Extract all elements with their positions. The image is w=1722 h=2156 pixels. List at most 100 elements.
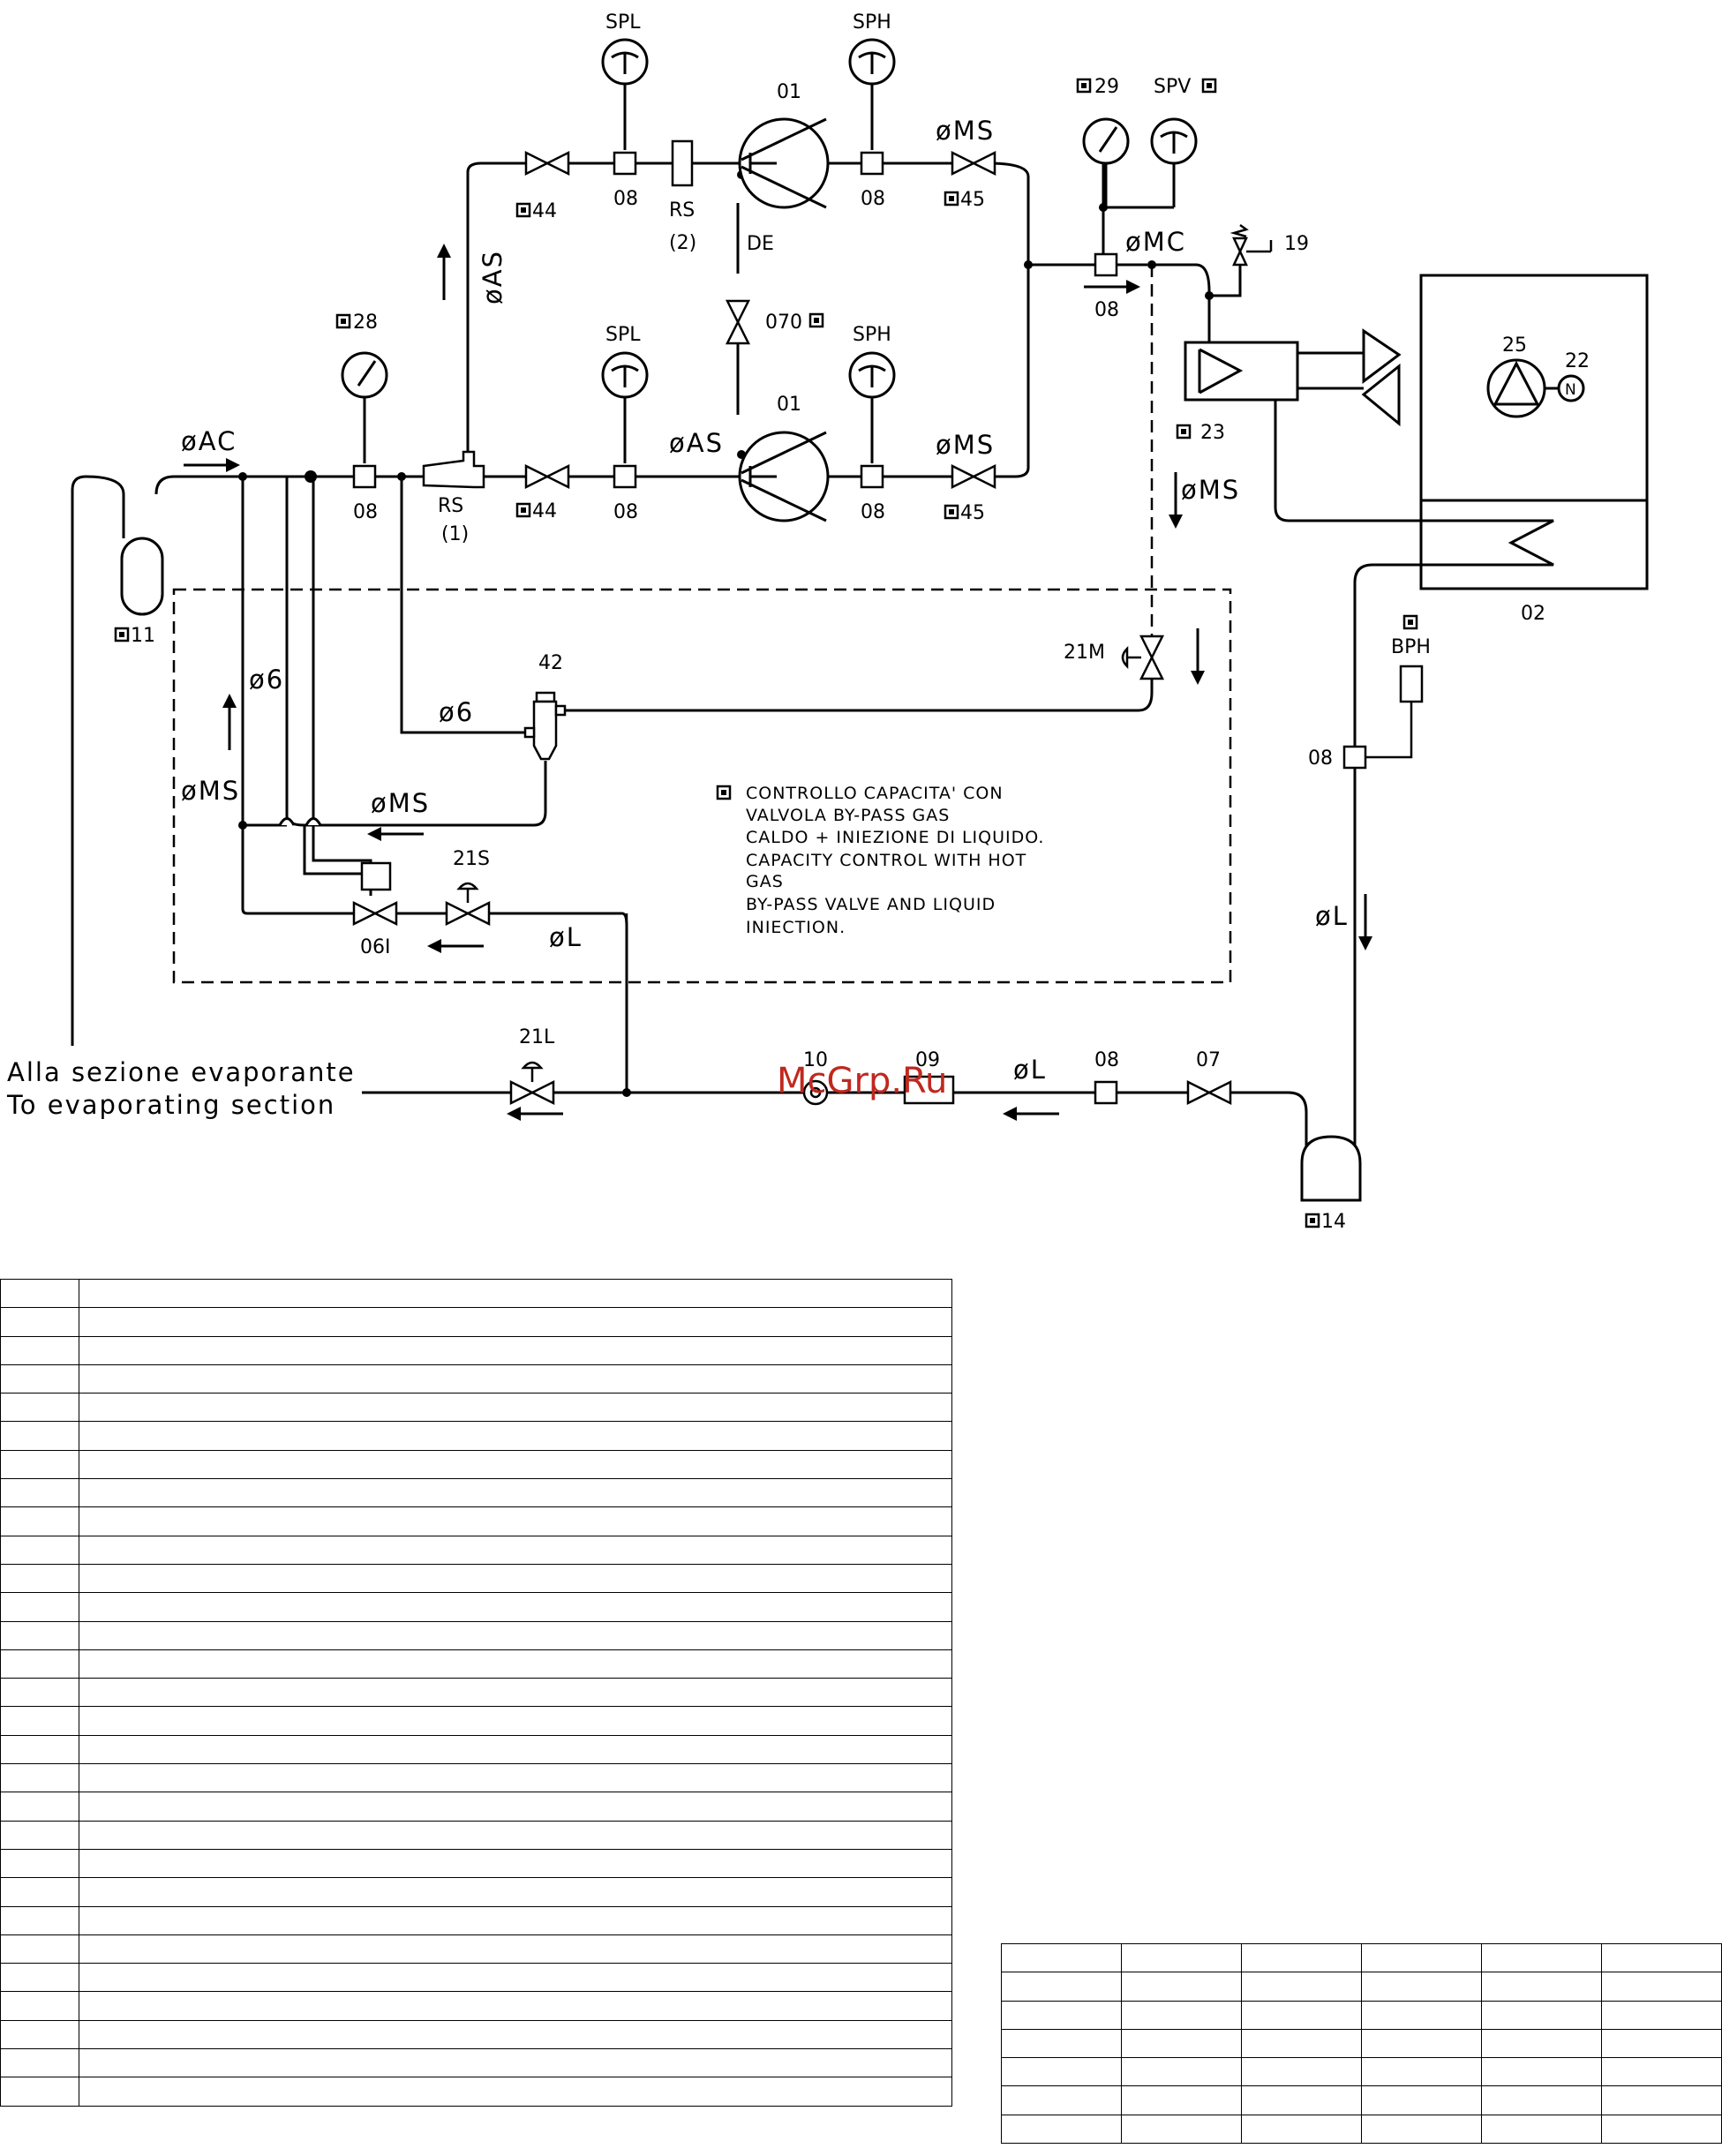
table-cell [1241, 2028, 1362, 2059]
label-l-box: øL [549, 922, 583, 952]
label-14: 14 [1321, 1211, 1346, 1233]
table-row [0, 1820, 952, 1850]
label-rs-bottom: RS [438, 495, 463, 517]
table-cell [1121, 2057, 1242, 2087]
label-l-right: øL [1315, 901, 1349, 931]
box-icon-44a [515, 202, 531, 218]
gauge-spl-top [601, 38, 649, 86]
table-cell [1001, 2057, 1122, 2087]
table-cell [79, 1278, 952, 1309]
label-21l: 21L [519, 1026, 555, 1048]
table-cell [1481, 2114, 1602, 2145]
gauge-sph-bottom [848, 351, 896, 399]
condenser-23 [1184, 328, 1402, 427]
label-rs-top: RS [669, 199, 695, 222]
box-icon-bph [1402, 614, 1418, 630]
table-cell [1361, 2000, 1482, 2030]
box-icon-45b [944, 504, 959, 520]
arrow-down-box [1189, 627, 1207, 687]
table-cell [0, 1393, 79, 1423]
label-6-left: ø6 [249, 665, 284, 695]
capacity-control-note: CONTROLLO CAPACITA' CON VALVOLA BY-PASS … [746, 784, 1044, 937]
table-row [0, 2019, 952, 2050]
valve-06i [352, 901, 398, 926]
table-row [1001, 2114, 1722, 2145]
table-cell [79, 1706, 952, 1736]
table-cell [1601, 1942, 1722, 1973]
valve-44-top [524, 151, 570, 176]
evap-label-en: To evaporating section [6, 1090, 335, 1120]
table-cell [79, 1506, 952, 1536]
valve-actuators [360, 645, 1141, 1082]
label-bph: BPH [1391, 636, 1431, 658]
note-line: CAPACITY CONTROL WITH HOT [746, 851, 1026, 870]
label-spl-bottom: SPL [605, 324, 641, 346]
table-cell [79, 1963, 952, 1993]
table-cell [1001, 1942, 1122, 1973]
box-icon-note [716, 785, 732, 800]
table-cell [0, 1506, 79, 1536]
table-row [0, 1649, 952, 1679]
label-06i: 06I [360, 936, 390, 958]
label-08-d: 08 [861, 501, 885, 523]
valve-21m [1139, 635, 1164, 680]
table-cell [0, 1963, 79, 1993]
valve-21l [509, 1080, 555, 1105]
table-cell [1601, 1972, 1722, 2002]
evap-label-it: Alla sezione evaporante [7, 1057, 356, 1087]
fitting-08-g [1342, 745, 1367, 770]
table-cell [1601, 2057, 1722, 2087]
table-cell [0, 1278, 79, 1309]
table-cell [79, 1905, 952, 1935]
table-row [1001, 1942, 1722, 1973]
table-cell [1001, 2085, 1122, 2115]
table-cell [1481, 2057, 1602, 2087]
label-09: 09 [915, 1049, 940, 1071]
label-sph-top: SPH [853, 11, 891, 34]
receiver-14 [1300, 1135, 1362, 1202]
table-cell [0, 1820, 79, 1850]
gauge-stems [363, 84, 1176, 463]
label-de: DE [747, 233, 774, 255]
box-icon-29 [1076, 78, 1092, 94]
rs-filters [422, 139, 694, 489]
label-as-mid: øAS [669, 428, 724, 458]
label-25: 25 [1502, 334, 1527, 357]
label-rs-2: (2) [669, 232, 696, 254]
table-cell [0, 1678, 79, 1708]
table-cell [79, 1393, 952, 1423]
label-28: 28 [353, 312, 378, 334]
legend-table-right [1001, 1942, 1722, 2145]
table-cell [79, 1335, 952, 1365]
valve-21s [445, 901, 491, 926]
table-cell [1481, 1942, 1602, 1973]
label-n: N [1565, 381, 1576, 399]
table-cell [0, 1592, 79, 1622]
label-10: 10 [803, 1049, 828, 1071]
table-cell [79, 2019, 952, 2050]
note-line: CALDO + INIEZIONE DI LIQUIDO. [746, 828, 1044, 847]
table-cell [1361, 2085, 1482, 2115]
table-cell [0, 1563, 79, 1594]
table-cell [79, 1991, 952, 2021]
crossover-loops [278, 817, 322, 826]
table-cell [0, 1934, 79, 1964]
table-cell [79, 1307, 952, 1337]
fitting-08-d [860, 464, 884, 489]
table-cell [0, 1363, 79, 1394]
table-row [0, 1421, 952, 1451]
table-cell [79, 2048, 952, 2078]
table-cell [79, 1820, 952, 1850]
label-01-bottom: 01 [777, 394, 801, 416]
fitting-08-f [1094, 252, 1118, 277]
table-cell [79, 1877, 952, 1907]
table-row [0, 1678, 952, 1708]
label-spv: SPV [1154, 76, 1191, 98]
table-cell [79, 1363, 952, 1394]
table-row [1001, 2057, 1722, 2087]
label-42: 42 [538, 652, 563, 674]
table-row [0, 1363, 952, 1394]
table-cell [1241, 2057, 1362, 2087]
label-21s: 21S [453, 848, 490, 870]
note-line: GAS [746, 872, 784, 891]
